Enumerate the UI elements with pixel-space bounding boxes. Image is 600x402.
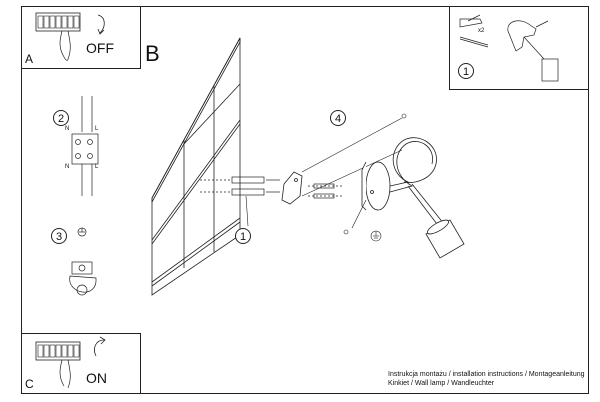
screw-small-top-icon bbox=[401, 113, 407, 119]
screw-pointer bbox=[351, 199, 367, 229]
l-bottom-label: L bbox=[95, 164, 99, 170]
multiplier-label: x2 bbox=[478, 28, 485, 34]
n-bottom-label: N bbox=[65, 164, 70, 170]
dowel-and-screws bbox=[200, 176, 280, 196]
l-top-label: L bbox=[95, 126, 99, 132]
breaker-off-illustration bbox=[35, 12, 105, 61]
ground-symbol-main bbox=[370, 230, 382, 242]
caption: Instrukcja montażu / installation instru… bbox=[388, 370, 585, 388]
panel-c-switch-on: C ON bbox=[21, 333, 141, 394]
bracket-screws bbox=[308, 183, 344, 199]
step-4-marker: 4 bbox=[330, 110, 346, 126]
caption-line-2: Kinkiet / Wall lamp / Wandleuchter bbox=[388, 380, 495, 387]
terminal-block bbox=[71, 96, 99, 196]
ground-terminal bbox=[69, 227, 97, 296]
on-label: ON bbox=[86, 370, 107, 386]
tools-illustration bbox=[459, 14, 559, 82]
section-b-letter: B bbox=[145, 41, 160, 66]
panel-tools: x2 1 bbox=[449, 6, 589, 90]
panel-c-letter: C bbox=[25, 377, 34, 391]
step-3-marker: 3 bbox=[51, 228, 67, 244]
n-top-label: N bbox=[65, 126, 70, 132]
mounting-bracket bbox=[281, 171, 303, 205]
off-label: OFF bbox=[86, 40, 114, 56]
screw-small-icon bbox=[343, 229, 349, 235]
diagram-frame bbox=[21, 6, 589, 394]
step-1-tools-marker: 1 bbox=[458, 63, 474, 79]
caption-line-1: Instrukcja montażu / installation instru… bbox=[388, 371, 585, 378]
breaker-on-illustration bbox=[35, 336, 106, 389]
step-1-wall-marker: 1 bbox=[235, 228, 251, 244]
lamp-shade bbox=[425, 219, 465, 259]
step-2-marker: 2 bbox=[53, 110, 69, 126]
panel-a-letter: A bbox=[25, 52, 34, 66]
leader-step-1 bbox=[245, 195, 249, 227]
panel-a-switch-off: A OFF bbox=[21, 6, 141, 69]
lamp-arm bbox=[389, 137, 445, 229]
wall-tiles bbox=[151, 37, 241, 296]
detail-callout bbox=[301, 117, 403, 197]
lamp-canopy bbox=[361, 161, 391, 211]
